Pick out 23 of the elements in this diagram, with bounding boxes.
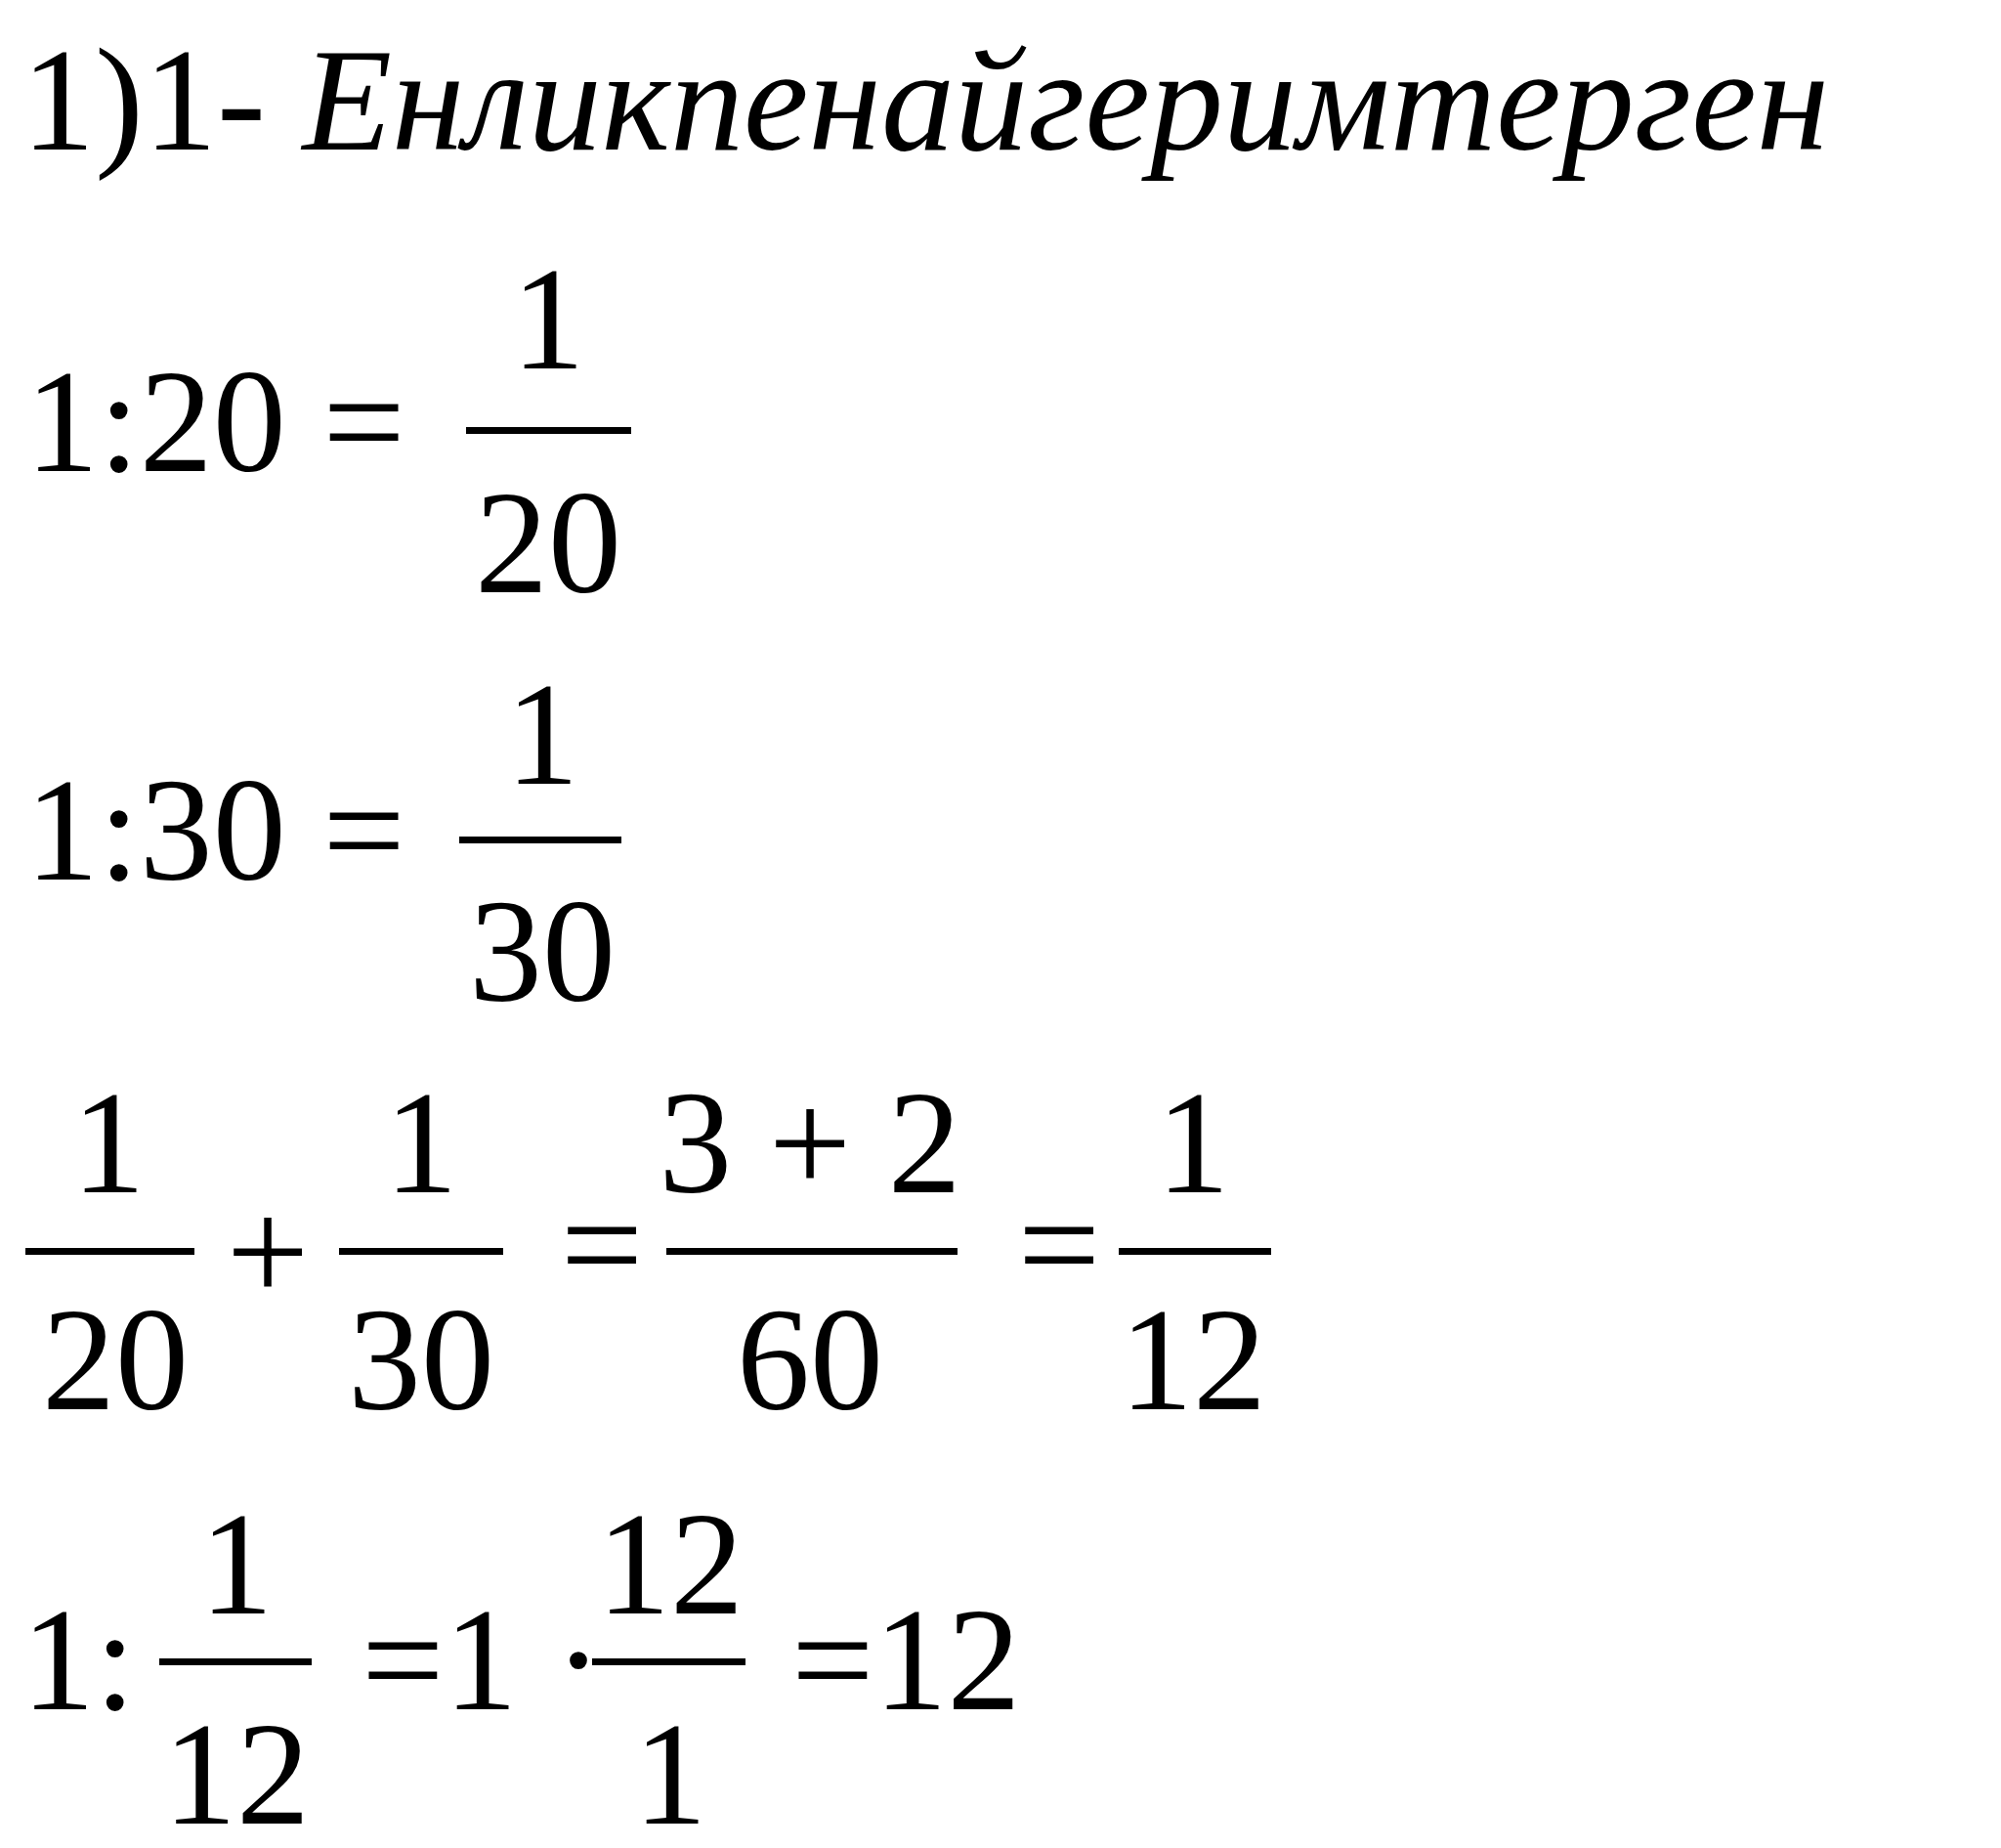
numerator: 3 + 2 <box>659 1069 961 1216</box>
denominator: 20 <box>475 469 621 616</box>
title: 1)1- Енликпенайгеримтерген <box>21 20 1830 181</box>
math-expression: =12 <box>791 1586 1021 1733</box>
numerator: 1 <box>199 1490 274 1637</box>
math-expression: 1:30 = <box>25 756 405 903</box>
denominator: 1 <box>633 1700 707 1847</box>
numerator: 1 <box>1156 1069 1230 1216</box>
numerator: 1 <box>511 245 585 392</box>
equals-sign: = <box>1017 1171 1101 1317</box>
denominator: 30 <box>469 878 616 1024</box>
denominator: 20 <box>42 1286 189 1433</box>
numerator: 1 <box>71 1069 146 1216</box>
plus-sign: + <box>226 1178 310 1324</box>
math-expression: 1: <box>21 1586 136 1733</box>
numerator: 1 <box>384 1069 458 1216</box>
equals-sign: = <box>560 1171 644 1317</box>
numerator: 1 <box>505 661 579 807</box>
denominator: 12 <box>1120 1286 1266 1433</box>
math-expression: 1:20 = <box>25 348 405 494</box>
denominator: 30 <box>348 1286 494 1433</box>
denominator: 60 <box>737 1286 883 1433</box>
denominator: 12 <box>163 1700 310 1847</box>
